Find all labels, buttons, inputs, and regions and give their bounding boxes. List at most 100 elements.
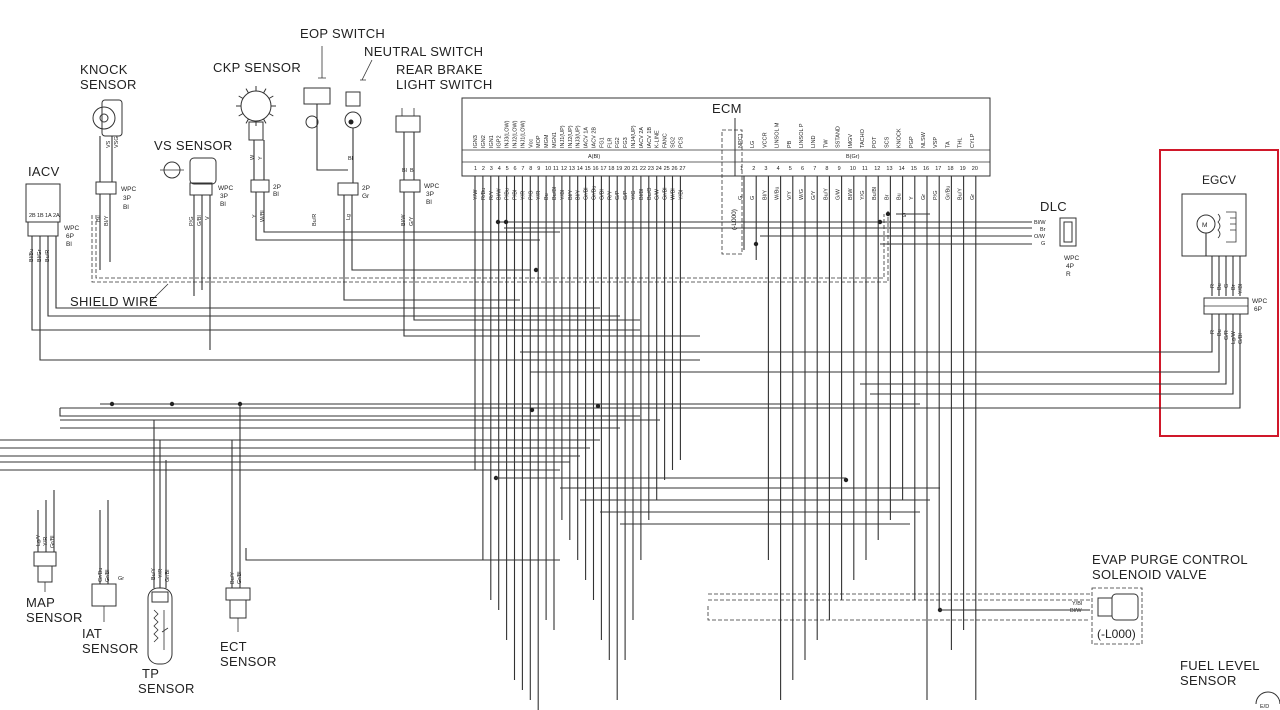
egcv-motor-housing xyxy=(1181,193,1247,257)
ecm-left-signal-11: INJ1(UP) xyxy=(560,125,566,148)
neutral-switch: NEUTRAL SWITCH Bl 2P Gr Lg xyxy=(337,44,530,301)
tp-sensor-label-2: SENSOR xyxy=(138,681,195,696)
svg-text:G/Bl: G/Bl xyxy=(197,215,203,226)
egcv-highlight-box xyxy=(1159,149,1279,437)
ecm-left-wire-1: R/Bu xyxy=(481,188,487,200)
svg-text:WPC: WPC xyxy=(218,185,233,192)
ecm-right-pin-7: 8 xyxy=(825,166,828,172)
ecm-left-wire-25: W/Bl xyxy=(671,188,677,200)
ecm-left-signal-15: IACV 2B xyxy=(592,127,598,148)
ecm-left-pin-23: 24 xyxy=(656,166,662,172)
svg-text:W: W xyxy=(250,154,256,160)
ecm-right-signal-4: PB xyxy=(787,140,793,148)
ecm-left-signal-4: INJ3(LOW) xyxy=(505,120,511,148)
ecm-left-wire-21: Bl/Bl xyxy=(639,189,645,200)
svg-text:Bu: Bu xyxy=(96,215,102,222)
svg-text:O/W: O/W xyxy=(1034,234,1046,240)
svg-text:Bl/W: Bl/W xyxy=(1034,220,1046,226)
ecm-left-signal-23: K-LINE xyxy=(655,130,661,148)
svg-text:3P: 3P xyxy=(123,195,131,202)
svg-text:Bu/R: Bu/R xyxy=(312,214,318,226)
ecm-left-pin-7: 8 xyxy=(529,166,532,172)
ecm-left-pin-14: 15 xyxy=(585,166,591,172)
ecm-right-signal-5: LINSOL P xyxy=(799,123,805,148)
ecm-left-pin-22: 23 xyxy=(648,166,654,172)
ecm-left-wire-17: R/Y xyxy=(607,191,613,201)
svg-text:G: G xyxy=(1224,284,1230,288)
svg-text:WPC: WPC xyxy=(1252,298,1267,305)
ecm-left-wire-26: Y/Bl xyxy=(678,190,684,200)
ecm-right-pin-18: 19 xyxy=(960,166,966,172)
svg-text:1A: 1A xyxy=(45,213,52,219)
svg-text:4P: 4P xyxy=(1066,263,1074,270)
ecm-left-pin-6: 7 xyxy=(521,166,524,172)
ecm-right-pin-13: 14 xyxy=(899,166,905,172)
ckp-rotor xyxy=(240,90,272,122)
ecm-left-pin-26: 27 xyxy=(679,166,685,172)
ecm-left-signal-5: INJ2(LOW) xyxy=(513,120,519,148)
tp-sensor-label-1: TP xyxy=(142,666,159,681)
neutral-switch-body xyxy=(344,111,362,129)
ecm-right-pin-4: 5 xyxy=(789,166,792,172)
shield-wire-label: SHIELD WIRE xyxy=(70,294,158,309)
ecm-left-pin-25: 26 xyxy=(672,166,678,172)
ecm-right-pin-14: 15 xyxy=(911,166,917,172)
ecm-right-wire-3: W/Bu xyxy=(775,187,781,200)
ecm-right-pin-15: 16 xyxy=(923,166,929,172)
ecm-right-signal-13: KNOCK xyxy=(897,128,903,148)
ecm-left-signal-0: IGN3 xyxy=(473,135,479,148)
ecm-right-signal-15: NLSW xyxy=(921,131,927,148)
ecm-left-signal-25: SG2 xyxy=(671,137,677,148)
knock-sensor-label-1: KNOCK xyxy=(80,62,128,77)
svg-text:WPC: WPC xyxy=(121,186,136,193)
ecm-left-wire-6: Y/R xyxy=(520,191,526,200)
ecm-right-pin-0: 1 xyxy=(740,166,743,172)
ecm-left-signal-14: IACV 1A xyxy=(584,127,590,148)
ecm-left-signal-7: Vcc xyxy=(528,139,534,148)
ecm-right-signal-8: SSTAND xyxy=(836,126,842,148)
svg-text:Bu: Bu xyxy=(1217,329,1223,336)
ecm-right-signal-6: LIND xyxy=(811,135,817,148)
eop-switch-body xyxy=(303,87,331,105)
ecm-left-signal-18: FG2 xyxy=(615,137,621,148)
rear-brake-label-1: REAR BRAKE xyxy=(396,62,483,77)
ecm-left-pin-11: 12 xyxy=(561,166,567,172)
ecm-left-pin-15: 16 xyxy=(593,166,599,172)
ecm-left-signal-9: MGM xyxy=(544,134,550,148)
neutral-switch-label: NEUTRAL SWITCH xyxy=(364,44,483,59)
svg-text:G/R: G/R xyxy=(1224,330,1230,340)
ckp-sensor: CKP SENSOR W Y 2P Bl Y W/Bl xyxy=(213,60,560,241)
ecm-right-signal-11: POT xyxy=(872,136,878,148)
ecm-left-pin-2: 3 xyxy=(490,166,493,172)
svg-text:1B: 1B xyxy=(37,213,44,219)
svg-text:Y: Y xyxy=(258,156,264,160)
svg-text:Bl: Bl xyxy=(66,241,72,248)
ecm-left-signal-3: IGP2 xyxy=(497,135,503,148)
ecm-left-pin-0: 1 xyxy=(474,166,477,172)
svg-text:Gr: Gr xyxy=(362,193,370,200)
rear-brake-switch: REAR BRAKE LIGHT SWITCH Bl Bl WPC 3P Bl … xyxy=(395,62,700,337)
ecm-right-wire-13: Bu xyxy=(897,193,903,200)
ecm-right-pin-10: 11 xyxy=(862,166,868,172)
knock-sensor: KNOCK SENSOR VS VSG WPC 3P Bl Bu BI/Y xyxy=(80,62,136,270)
ecm-left-pin-10: 11 xyxy=(553,166,559,172)
ecm-right-pin-3: 4 xyxy=(777,166,780,172)
ecm-left-wire-10: Bu/Bl xyxy=(552,187,558,200)
ect-sensor: Bu/Y Gr/Bl ECT SENSOR xyxy=(220,404,560,669)
svg-text:Lg/Y: Lg/Y xyxy=(36,534,42,546)
ect-sensor-label-1: ECT xyxy=(220,639,247,654)
ecm-left-signal-22: IACV 1B xyxy=(647,127,653,148)
ecm-left-pin-3: 4 xyxy=(498,166,501,172)
svg-text:VS: VS xyxy=(106,140,112,148)
svg-text:G/Bl: G/Bl xyxy=(1238,333,1244,344)
svg-text:Bl: Bl xyxy=(348,156,353,162)
ecm-right-pin-16: 17 xyxy=(935,166,941,172)
ecm-left-wire-9: Bu xyxy=(544,193,550,200)
evap-option-code: (-L000) xyxy=(1097,627,1136,641)
ecm-right-wire-17: Gr/Bu xyxy=(945,186,951,200)
page-ref: E/D xyxy=(1260,704,1269,710)
egcv-label: EGCV xyxy=(1202,173,1236,187)
ecm-right-signal-2: VCCR xyxy=(762,132,768,148)
